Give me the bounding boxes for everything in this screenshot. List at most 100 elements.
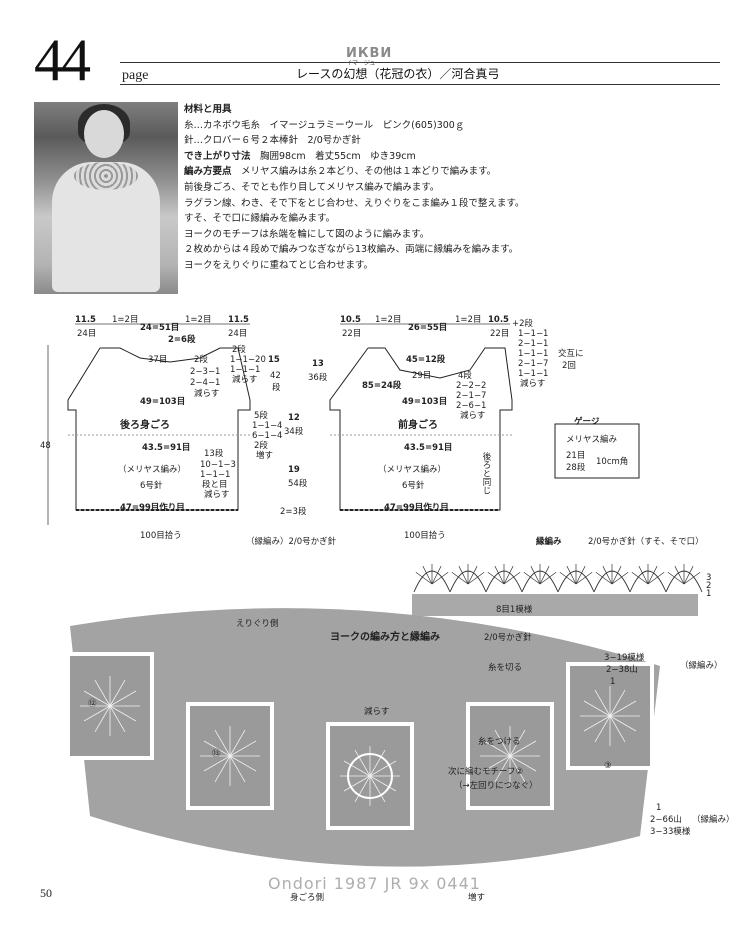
back-raglan-l3: 2−4−1 [190, 378, 220, 388]
yoke-edge-top: （縁編み） [680, 660, 723, 671]
yoke-rt-1: 3−19模様 [604, 652, 645, 663]
back-top-sub-5: 24目 [228, 329, 247, 339]
edging-stitch [539, 571, 557, 585]
front-name: 前身ごろ [398, 418, 438, 431]
back-raglan-2: 1−1−20 [230, 355, 266, 365]
motif-stitch [369, 775, 386, 803]
method-label: 編み方要点 [184, 166, 232, 178]
back-h48: 48 [40, 441, 51, 451]
edge-note: （縁編み）2/0号かぎ針 [246, 536, 337, 547]
method-line-5: ２枚めからは４段めで編みつなぎながら13枚編み、両端に縁編みを編みます。 [184, 244, 519, 256]
motif-stitch [343, 775, 371, 792]
page-word: page [122, 68, 149, 83]
front-right-2: 2回 [562, 361, 576, 371]
back-body-diagram: 11.5 24目 1=2目 24=51目 1=2目 11.5 24目 2=6段 … [40, 315, 308, 541]
yoke-chart: えりぐり側 ヨークの編み方と縁編み 2/0号かぎ針 糸を切る 減らす 糸をつける… [66, 608, 735, 903]
schematic-diagrams: 11.5 24目 1=2目 24=51目 1=2目 11.5 24目 2=6段 … [40, 315, 640, 547]
back-top-4: 1=2目 [185, 315, 211, 325]
edging-stitch [431, 571, 449, 585]
front-raglan-2: 1−1−1 [518, 329, 548, 339]
motif-stitch [83, 705, 111, 722]
edging-stitch [595, 571, 613, 585]
motif-stitch [94, 679, 111, 707]
motif-stitch [203, 740, 231, 757]
back-h54: 54段 [288, 478, 308, 489]
yoke-attach: 糸をつける [478, 736, 521, 747]
motif-stitch [229, 755, 246, 783]
motif-stitch [594, 689, 611, 717]
materials-block: 材料と用具 糸…カネボウ毛糸 イマージュラミーウール ピンク(605)300ｇ … [184, 102, 724, 274]
back-h15: 15 [268, 355, 280, 365]
front-raglan-6: 1−1−1 [518, 369, 548, 379]
back-pickup: 100目拾う [140, 530, 182, 541]
motif-stitch [483, 740, 511, 757]
motif-stitch [203, 755, 231, 772]
yoke-edge-bot: （縁編み） [692, 814, 735, 825]
back-top-sub-1: 24目 [77, 329, 96, 339]
materials-yarn: 糸…カネボウ毛糸 イマージュラミーウール ピンク(605)300ｇ [184, 119, 465, 131]
gauge-size: 10cm角 [596, 456, 628, 467]
edging-stitch [566, 566, 577, 585]
method-line-3: すそ、そで口に縁編みを編みます。 [184, 213, 336, 225]
motif-stitch [109, 705, 137, 722]
header-rule-top [120, 62, 720, 63]
yoke-neck-side: えりぐり側 [236, 618, 279, 629]
back-side2-2: 10−1−3 [200, 460, 236, 470]
back-needle: 6号針 [140, 480, 163, 491]
yoke-inc: 増す [468, 892, 485, 903]
edging-chart: 縁編み 2/0号かぎ針（すそ、そで口） 8目1模様 3 2 1 [412, 536, 711, 616]
edging-stitch [539, 566, 550, 585]
edging-stitch [667, 571, 685, 585]
back-raglan-l1: 2段 [194, 354, 208, 365]
watermark: ИКВИ [346, 46, 393, 61]
edging-stitch [638, 566, 649, 585]
yoke-motifs [66, 652, 654, 830]
center-flower-motif [347, 753, 393, 799]
front-inner-1: 4段 [458, 370, 472, 381]
edging-row-1: 1 [706, 589, 711, 599]
method-text: メリヤス編みは糸２本どり、その他は１本どりで編みます。 [231, 166, 497, 178]
gauge-type: メリヤス編み [566, 434, 618, 445]
motif-stitch [609, 715, 626, 743]
back-name: 後ろ身ごろ [120, 418, 170, 431]
footer-page-number: 50 [40, 886, 52, 900]
motif-stitch [214, 755, 231, 783]
motif-stitch [229, 729, 246, 757]
yoke-next2: （→左回りにつなぐ） [454, 780, 538, 791]
front-top-5: 10.5 [488, 315, 509, 325]
front-w85: 85=24段 [362, 380, 402, 391]
front-top-4: 1=2目 [455, 315, 481, 325]
edging-arcs [413, 564, 703, 593]
header-rule-bottom [120, 84, 720, 85]
front-stitch: （メリヤス編み） [378, 464, 446, 475]
back-side-3: 6−1−4 [252, 431, 282, 441]
front-pickup: 100目拾う [404, 530, 446, 541]
motif-stitch [229, 755, 257, 772]
gauge-stitches: 21目 [566, 451, 585, 461]
edging-stitch [647, 571, 665, 585]
edging-stitch [611, 571, 629, 585]
finished-size-label: でき上がり寸法 [184, 150, 251, 162]
front-top-sub-1: 22目 [342, 329, 361, 339]
front-raglan-5: 2−1−7 [518, 359, 548, 369]
front-inner-2: 2−2−2 [456, 381, 486, 391]
yoke-rt-3: 1 [610, 677, 615, 687]
motif-stitch [494, 729, 511, 757]
back-side-2: 1−1−4 [252, 421, 282, 431]
edging-stitch [451, 571, 469, 585]
yoke-title: ヨークの編み方と縁編み [330, 630, 440, 643]
back-side2-3: 1−1−1 [200, 470, 230, 480]
front-top-3: 26=55目 [408, 323, 447, 333]
edging-stitch [530, 566, 541, 585]
front-top-1: 10.5 [340, 315, 361, 325]
motif-stitch [609, 689, 626, 717]
back-h-unit: 段 [272, 382, 281, 393]
back-raglan-1: 2段 [232, 344, 246, 355]
gauge-rows: 28段 [566, 462, 586, 473]
back-h12: 12 [288, 413, 300, 423]
page-title: レースの幻想（花冠の衣）／河合真弓 [296, 67, 500, 81]
motif-stitch [109, 690, 137, 707]
front-neck: 29目 [412, 371, 431, 381]
front-w49: 49=103目 [402, 397, 447, 407]
finished-size-text: 胸囲98cm 着丈55cm ゆき39cm [250, 150, 416, 162]
